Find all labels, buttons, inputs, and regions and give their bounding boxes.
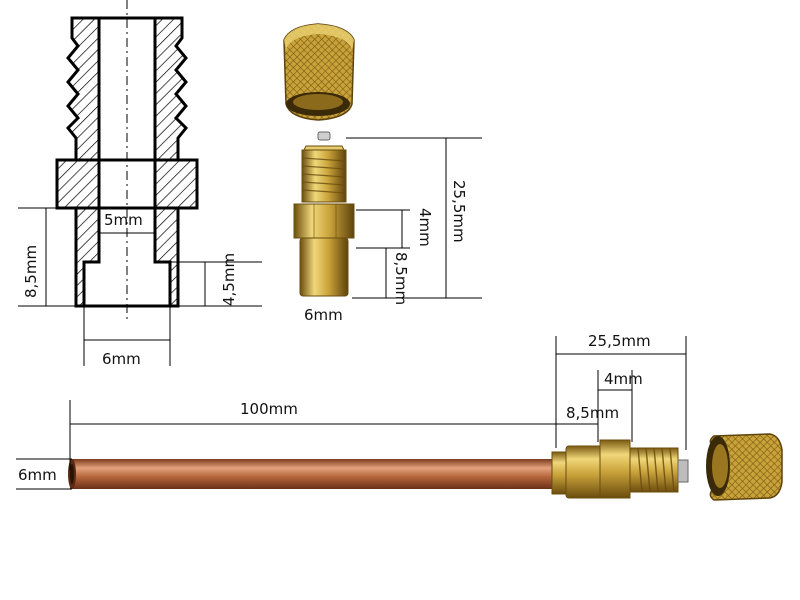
bottom-dim-total-label: 25,5mm (588, 332, 651, 350)
dim-body-height-label: 8,5mm (22, 245, 40, 298)
right-wall-section (155, 18, 197, 306)
dim-bore-label: 5mm (104, 211, 143, 229)
knurled-cap (283, 23, 355, 121)
section-drawing: 5mm 8,5mm 4,5mm 6mm (18, 0, 262, 368)
dim-stem-height-label: 4,5mm (220, 253, 238, 306)
dim-stem-diameter-label: 6mm (102, 350, 141, 368)
bore-outline (82, 18, 172, 306)
bottom-dim-hex-label: 4mm (604, 370, 643, 388)
bottom-dim-stem-label: 8,5mm (566, 404, 619, 422)
top-dim-stem-label: 8,5mm (392, 252, 410, 305)
photo-bottom: 100mm 25,5mm 4mm 8,5mm 6mm (16, 332, 783, 501)
bottom-dim-diameter-label: 6mm (18, 466, 57, 484)
top-dim-hex-label: 4mm (416, 208, 434, 247)
left-wall-section (57, 18, 99, 306)
bottom-dim-length-label: 100mm (240, 400, 298, 418)
top-dim-diameter-label: 6mm (304, 306, 343, 324)
top-dim-total-label: 25,5mm (450, 180, 468, 243)
photo-top: 25,5mm 4mm 8,5mm 6mm (283, 23, 482, 324)
knurled-cap-side (706, 433, 783, 501)
valve-body-horizontal (551, 439, 689, 499)
valve-body-vertical (293, 131, 355, 297)
copper-tube (68, 459, 556, 489)
